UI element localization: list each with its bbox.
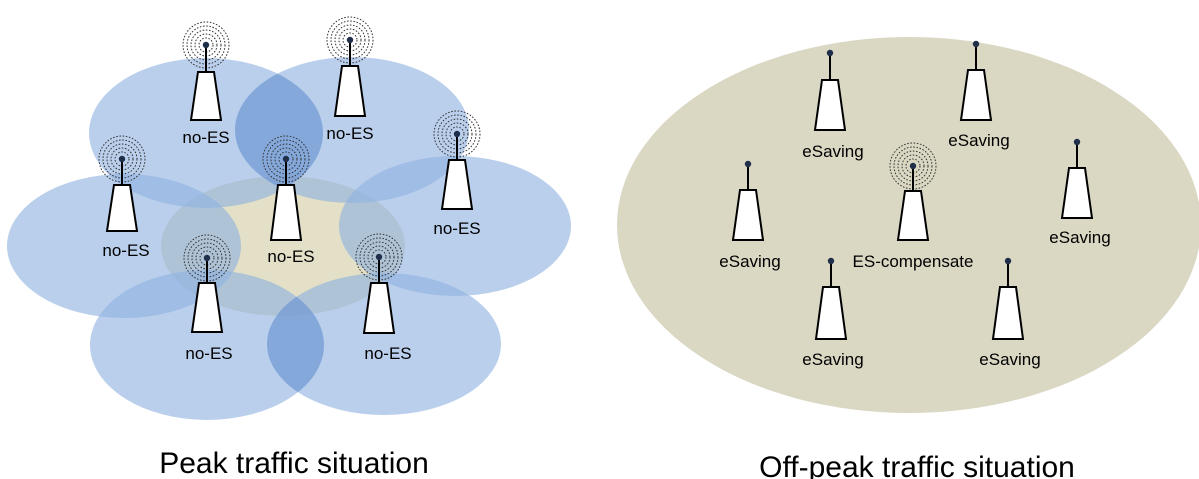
coverage-cell <box>339 156 571 296</box>
station-label: eSaving <box>1049 228 1110 247</box>
offpeak-station-4: eSaving <box>719 160 781 271</box>
peak-stations: no-ES no-ES no-ES no-ES no-ES no-ES no-ES <box>98 16 481 363</box>
radio-tower-transmitting-icon <box>98 135 146 232</box>
station-label: no-ES <box>326 124 373 143</box>
peak-station-4: no-ES <box>98 135 150 260</box>
station-label: no-ES <box>185 344 232 363</box>
radio-tower-idle-icon <box>959 40 993 121</box>
radio-tower-transmitting-icon <box>433 110 481 210</box>
peak-station-1: no-ES <box>182 21 230 147</box>
radio-tower-transmitting-icon <box>889 142 937 241</box>
offpeak-station-7: eSaving <box>979 257 1041 369</box>
station-label: eSaving <box>948 131 1009 150</box>
station-label: no-ES <box>267 247 314 266</box>
offpeak-stations: eSavingeSavingES-compensateeSavingeSavin… <box>719 40 1111 369</box>
radio-tower-idle-icon <box>813 49 847 131</box>
offpeak-station-5: eSaving <box>1049 138 1111 247</box>
radio-tower-transmitting-icon <box>183 234 231 333</box>
peak-station-3: no-ES <box>433 110 481 238</box>
station-label: no-ES <box>102 241 149 260</box>
station-label: eSaving <box>802 350 863 369</box>
peak-caption: Peak traffic situation <box>159 447 429 479</box>
peak-panel: no-ES no-ES no-ES no-ES no-ES no-ES no-ES Peak… <box>7 16 571 479</box>
peak-station-5: no-ES <box>262 135 315 266</box>
offpeak-station-2: eSaving <box>948 40 1010 150</box>
station-label: eSaving <box>802 142 863 161</box>
cell-overlap-highlight <box>235 58 323 203</box>
radio-tower-idle-icon <box>814 257 848 340</box>
offpeak-station-1: eSaving <box>802 49 864 161</box>
peak-coverage-cells <box>7 57 571 420</box>
offpeak-station-6: eSaving <box>802 257 864 369</box>
station-label: eSaving <box>719 252 780 271</box>
station-label: eSaving <box>979 350 1040 369</box>
coverage-cell <box>90 270 324 420</box>
radio-tower-transmitting-icon <box>326 16 374 117</box>
station-label: ES-compensate <box>853 252 974 271</box>
radio-tower-idle-icon <box>991 257 1025 340</box>
offpeak-caption: Off-peak traffic situation <box>759 451 1075 479</box>
offpeak-panel: eSavingeSavingES-compensateeSavingeSavin… <box>617 37 1199 479</box>
coverage-cell <box>267 273 501 415</box>
offpeak-station-3: ES-compensate <box>853 142 974 271</box>
station-label: no-ES <box>433 219 480 238</box>
radio-tower-transmitting-icon <box>262 135 310 241</box>
radio-tower-transmitting-icon <box>355 233 403 334</box>
peak-station-2: no-ES <box>326 16 374 143</box>
radio-tower-transmitting-icon <box>182 21 230 121</box>
station-label: no-ES <box>182 128 229 147</box>
station-label: no-ES <box>364 344 411 363</box>
peak-station-6: no-ES <box>183 234 233 363</box>
peak-station-7: no-ES <box>355 233 412 363</box>
radio-tower-idle-icon <box>731 160 765 241</box>
radio-tower-idle-icon <box>1060 138 1094 219</box>
